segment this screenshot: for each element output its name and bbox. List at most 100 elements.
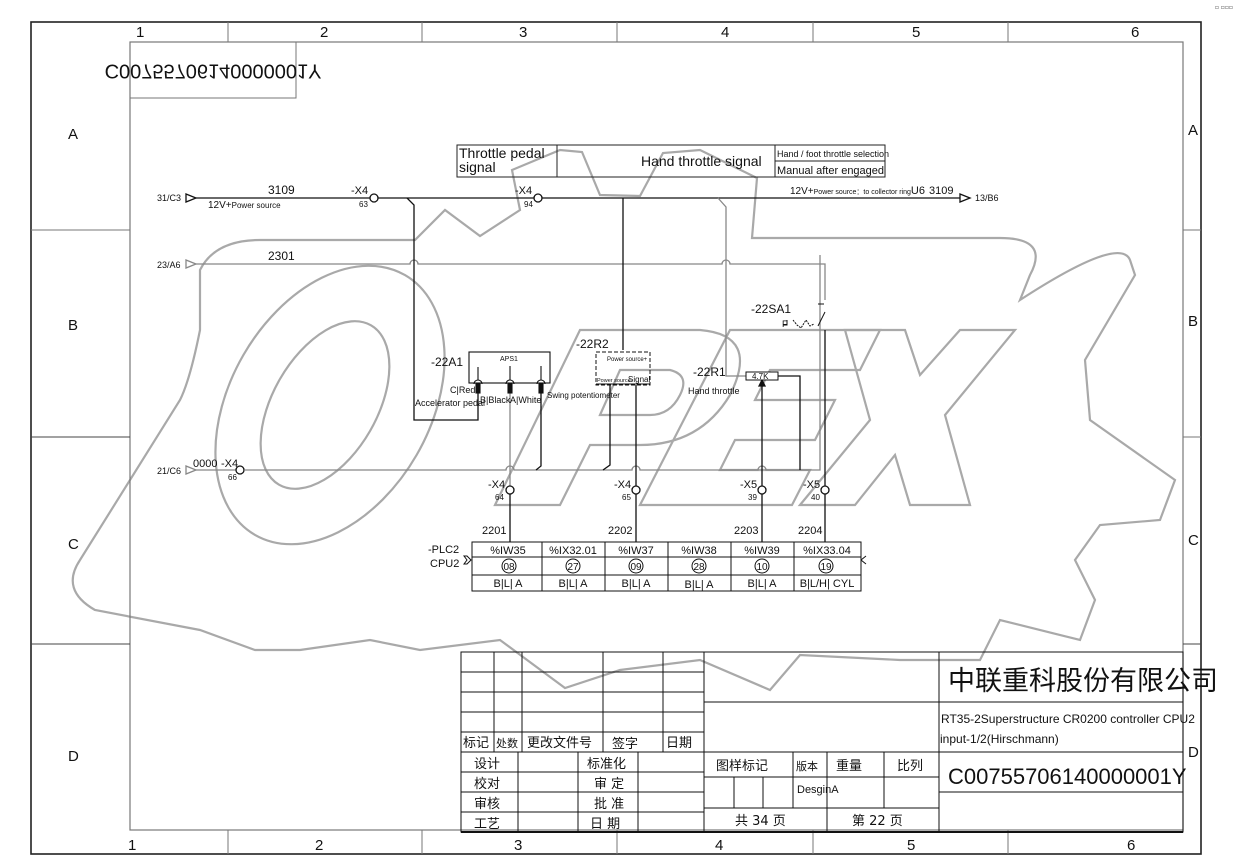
plc-table [471,541,862,592]
company-name: 中联重科股份有限公司 [948,666,1218,697]
wire-number-3109: 3109 [268,183,295,197]
component-tag-22sa1: -22SA1 [751,302,791,316]
hand-throttle-label: Hand throttle [688,386,740,396]
plc-type: B|L| A [559,578,589,590]
pin-a-white: A|White [510,395,541,405]
column-label: 3 [514,837,522,854]
power-source-minus-label: Power source- [597,378,633,384]
column-label: 5 [907,837,915,854]
column-label: 5 [912,24,920,41]
plc-pin: 28 [693,562,705,573]
terminal-x5: -X5 [803,479,820,491]
role-design: 设计 [474,757,500,772]
column-label: 4 [721,24,729,41]
row-label: C [68,536,79,553]
component-tag-22r1: -22R1 [693,365,726,379]
terminal-x4: -X4 [351,185,368,197]
plc-address: %IW38 [681,545,716,557]
plc-tag: -PLC2 [428,544,459,556]
corner-mark: ▫ ▫▫▫ [1214,4,1233,11]
row-label: D [1188,744,1199,761]
terminal-x5: -X5 [740,479,757,491]
terminal-pin: 40 [811,493,820,502]
terminal-x4: -X4 [515,185,532,197]
wire-number-2301: 2301 [268,249,295,263]
terminal-pin: 64 [495,493,504,502]
role-approve-1: 审 定 [594,777,624,792]
column-label: 1 [128,837,136,854]
plc-pin: 10 [756,562,768,573]
role-date: 日 期 [590,817,620,832]
swing-potentiometer-label: Swing potentiometer [547,391,620,400]
weight-label: 重量 [836,758,862,774]
column-label: 3 [519,24,527,41]
header-boxes: Throttle pedal signal Hand throttle sign… [456,144,889,178]
plc-type: B|L| A [685,579,715,591]
plc-pin: 09 [630,562,642,573]
terminal-x4: -X4 [221,458,238,470]
mirrored-number-box [129,41,297,99]
mirrored-drawing-number: C00755706140000001Y [105,60,322,82]
terminal-pin: 65 [622,493,631,502]
opex-watermark [71,148,1177,692]
role-standard: 标准化 [587,757,626,772]
row-label: B [1188,313,1198,330]
throttle-pedal-signal-label-2: signal [459,159,496,175]
row-label: A [68,126,78,143]
plc-address: %IX33.04 [803,545,851,557]
terminal-pin: 94 [524,200,533,209]
design-value: DesginA [797,784,839,796]
power-label: 12V+Power source [208,200,281,211]
role-approve-2: 批 准 [594,797,624,812]
column-label: 6 [1127,837,1135,854]
plc-pin: 19 [820,562,832,573]
plc-cpu: CPU2 [430,558,459,570]
plc-type: B|L| A [622,578,652,590]
plc-address: %IW37 [618,545,653,557]
plc-wire-number: 2204 [798,525,822,537]
rev-header-doc: 更改文件号 [527,736,592,751]
drawing-title-line2: input-1/2(Hirschmann) [940,732,1059,746]
plc-address: %IW35 [490,545,525,557]
aps1-label: APS1 [500,356,518,363]
total-pages: 共 34 页 [735,814,786,829]
terminal-pin: 39 [748,493,757,502]
ref-23-a6: 23/A6 [157,260,181,270]
pin-b-black: B|Black [480,395,511,405]
terminal-pin: 66 [228,473,237,482]
resistor-value: 4.7K [752,372,769,381]
hand-foot-selection-label: Hand / foot throttle selection [777,149,889,159]
terminal-x4: -X4 [614,479,631,491]
resistor-4-7k [745,371,779,381]
column-label: 4 [715,837,723,854]
signal-label: Signal [628,375,650,384]
role-process: 工艺 [474,817,500,832]
page-number: 第 22 页 [852,814,903,829]
drawing-number: C00755706140000001Y [948,764,1187,789]
pattern-mark-label: 图样标记 [716,759,768,774]
plc-address: %IW39 [744,545,779,557]
throttle-pedal-signal-label-1: Throttle pedal [459,145,545,161]
manual-after-engaged-label: Manual after engaged [777,165,884,177]
component-tag-22r2: -22R2 [576,337,609,351]
plc-wire-number: 2202 [608,525,632,537]
rev-header-mark: 标记 [463,736,489,751]
wire-number-0000: 0000 [193,458,217,470]
title-block [460,651,1184,833]
plc-brace [463,555,472,565]
component-tag-22a1: -22A1 [431,355,463,369]
role-review: 审核 [474,797,500,812]
rev-header-date: 日期 [666,736,692,751]
terminal-x4: -X4 [488,479,505,491]
ref-13-b6: 13/B6 [975,193,999,203]
column-label: 6 [1131,24,1139,41]
version-label: 版本 [796,759,818,773]
plc-pin: 08 [503,562,515,573]
column-label: 1 [136,24,144,41]
row-label: A [1188,122,1198,139]
ref-31-c3: 31/C3 [157,193,181,203]
sheet-frame [30,21,1202,855]
rev-header-sign: 签字 [612,736,638,752]
plc-type: B|L| A [748,578,778,590]
